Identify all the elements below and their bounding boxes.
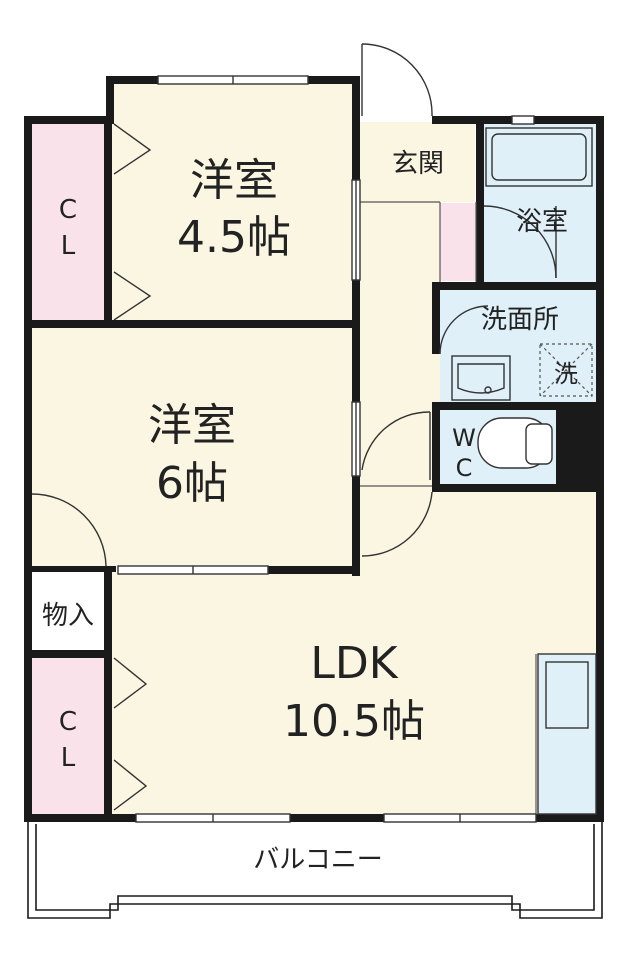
- storage-room: [28, 574, 106, 652]
- washroom-label: 洗面所: [481, 305, 559, 335]
- hall-closet: [440, 203, 476, 281]
- room-fills: [28, 80, 600, 816]
- closet-top-label-c: C: [59, 195, 77, 225]
- entrance-floor: [360, 124, 475, 202]
- bathtub-icon: [485, 127, 593, 187]
- sliding-doors: [351, 179, 361, 477]
- balcony: [27, 822, 603, 919]
- toilet-icon: [477, 417, 553, 469]
- western-small-name: 洋室: [190, 155, 278, 206]
- labels: 洋室 4.5帖 洋室 6帖 LDK 10.5帖 玄関 浴室 洗面所 洗 W C …: [42, 149, 578, 875]
- western-large-size: 6帖: [156, 458, 228, 509]
- sink-icon: [451, 355, 511, 401]
- wc-label-c: C: [456, 454, 473, 482]
- windows: [117, 75, 537, 823]
- closet-bottom-label-l: L: [61, 743, 76, 773]
- balcony-label: バルコニー: [253, 845, 382, 875]
- thin-lines: [360, 201, 537, 816]
- wc-label-w: W: [452, 424, 476, 452]
- western-small-size: 4.5帖: [177, 212, 291, 263]
- bath-room: [480, 124, 598, 284]
- door-swings: [31, 43, 557, 567]
- closet-bottom-label-c: C: [59, 707, 77, 737]
- storage-label: 物入: [42, 601, 94, 631]
- western-large-name: 洋室: [148, 400, 236, 451]
- ldk-room-corridor: [360, 488, 600, 578]
- washer-space-icon: [539, 343, 593, 397]
- bath-label: 浴室: [516, 207, 568, 237]
- ldk-name: LDK: [310, 638, 398, 689]
- closet-top: [28, 122, 106, 324]
- wash-room: [440, 288, 598, 406]
- washer-label: 洗: [554, 360, 578, 388]
- closet-door-marks: [113, 123, 152, 811]
- closet-bottom: [28, 656, 106, 816]
- entrance-label: 玄関: [392, 149, 444, 179]
- kitchen-counter-icon: [537, 653, 597, 815]
- western-room-small: [110, 80, 358, 324]
- closet-top-label-l: L: [61, 231, 76, 261]
- ldk-size: 10.5帖: [283, 696, 425, 747]
